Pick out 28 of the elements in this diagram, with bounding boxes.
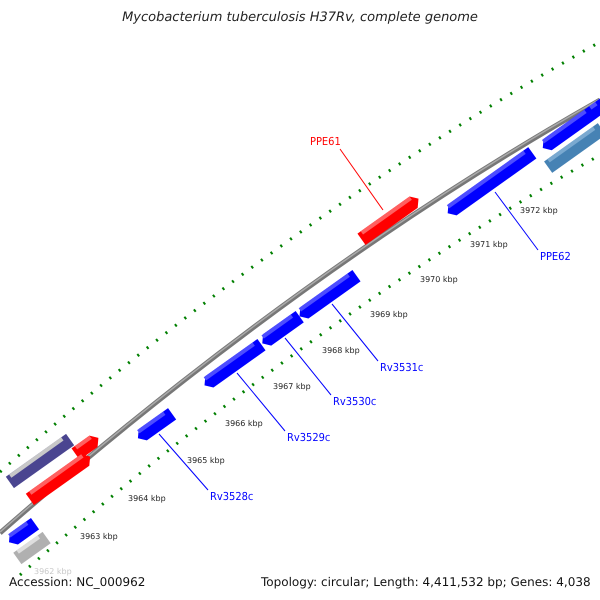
scale-label: 3964 kbp: [128, 495, 166, 503]
leader-line: [158, 434, 208, 490]
gene-label: PPE61: [310, 136, 341, 147]
gene-label: PPE62: [540, 251, 571, 262]
gene-bar: [357, 196, 418, 246]
gene-label: Rv3530c: [333, 396, 376, 407]
scale-label: 3972 kbp: [520, 207, 558, 215]
diagram-title: Mycobacterium tuberculosis H37Rv, complete genome: [121, 11, 479, 24]
accession-text: Accession: NC_000962: [9, 576, 146, 588]
scale-label: 3963 kbp: [80, 533, 118, 541]
leader-line: [284, 338, 332, 396]
gene-bar: [544, 123, 600, 173]
scale-label: 3966 kbp: [225, 420, 263, 428]
gene-bar: [261, 310, 304, 346]
genome-stats-text: Topology: circular; Length: 4,411,532 bp; Genes: 4,038: [261, 576, 591, 588]
scale-label: 3968 kbp: [322, 347, 360, 355]
gene-bar: [13, 532, 51, 564]
gene-label: Rv3529c: [287, 432, 330, 443]
gene-bar: [204, 338, 266, 388]
leader-line: [332, 304, 378, 362]
gene-bar: [298, 270, 361, 319]
leader-line: [494, 192, 538, 250]
gene-bar: [137, 408, 176, 440]
gene-bar: [26, 454, 90, 506]
leader-line: [236, 372, 286, 432]
gene-label: Rv3528c: [210, 491, 254, 502]
leader-line: [340, 148, 384, 210]
gene-label: Rv3531c: [380, 362, 424, 373]
